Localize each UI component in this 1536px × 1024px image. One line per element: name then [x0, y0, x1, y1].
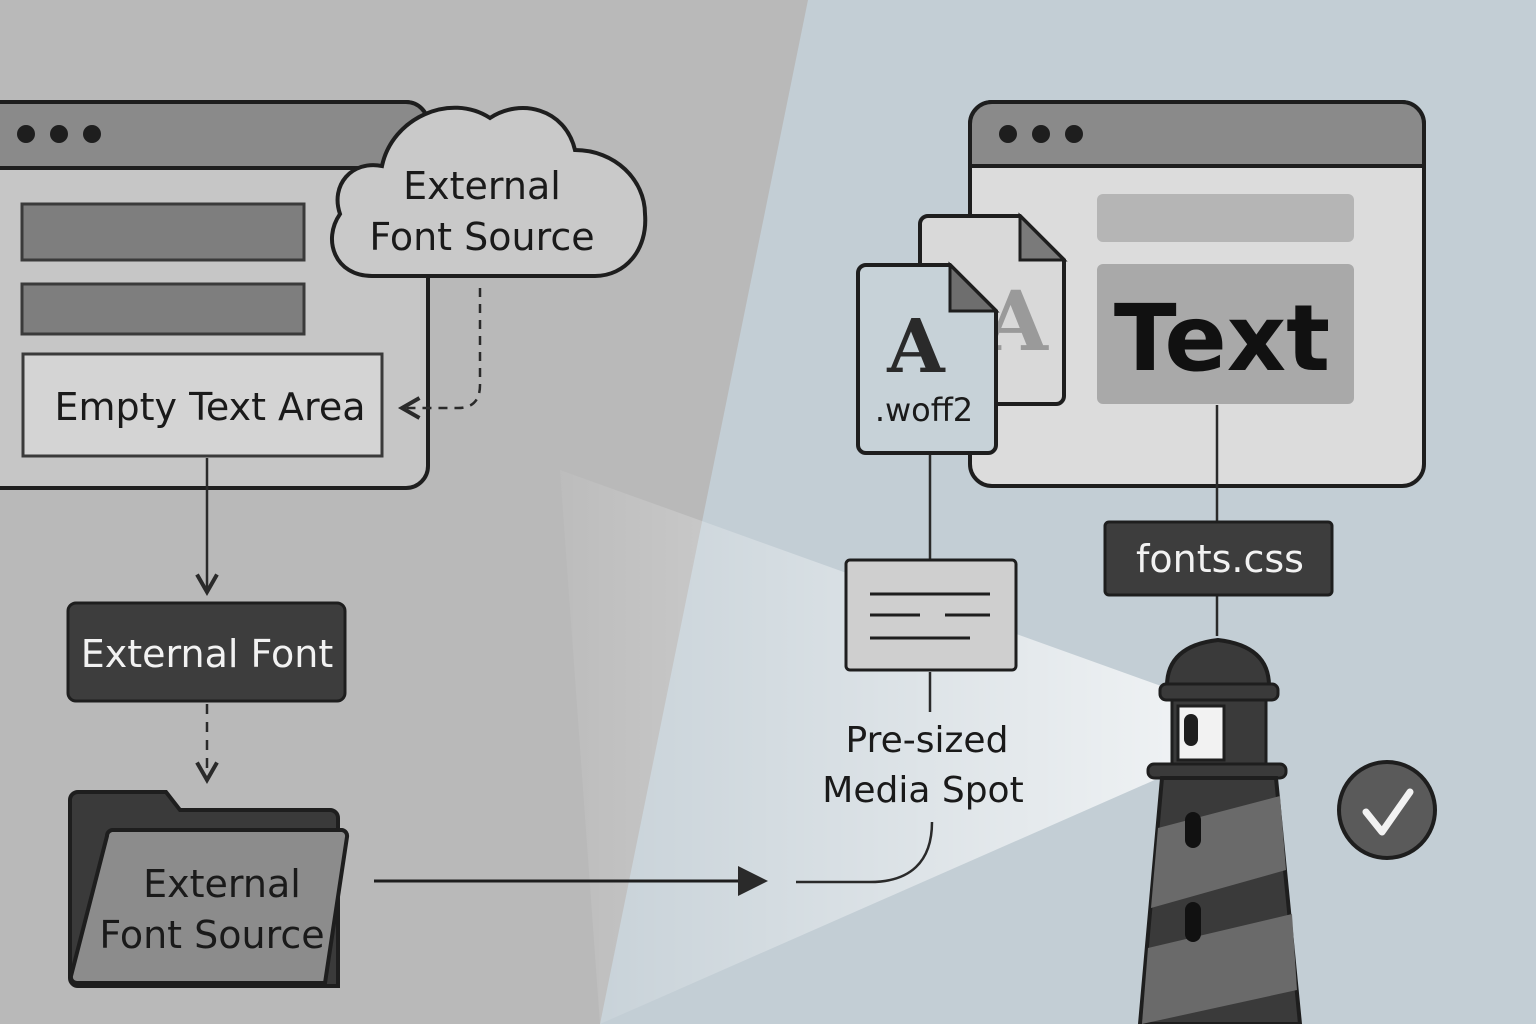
placeholder-bar — [20, 282, 306, 336]
font-file-glyph: A — [886, 304, 946, 390]
checkmark-icon — [1337, 760, 1437, 860]
media-label-line2: Media Spot — [822, 770, 1023, 811]
text-area-label: Empty Text Area — [55, 385, 366, 429]
media-curved-connector — [796, 821, 934, 884]
css-label: fonts.css — [1136, 537, 1304, 581]
folder-label-line1: External — [143, 862, 301, 906]
fonts-css-label: fonts.css — [1103, 520, 1334, 597]
placeholder-bar — [1097, 194, 1354, 242]
empty-text-area: Empty Text Area — [21, 352, 384, 458]
font-file-icon: A .woff2 — [856, 261, 1000, 455]
font-file-extension: .woff2 — [875, 391, 973, 429]
external-font-label: External Font — [81, 632, 333, 676]
lighthouse-icon — [1137, 637, 1303, 1024]
cloud-to-textarea-dashed-arrow — [397, 288, 482, 420]
window-text: Text — [1114, 285, 1330, 392]
browser-window-right: Text — [968, 100, 1426, 488]
external-font-box: External Font — [66, 601, 347, 703]
folder-label-line2: Font Source — [99, 913, 324, 957]
cloud-label-line1: External — [403, 164, 561, 208]
light-beam — [560, 470, 1200, 1024]
folder-icon: External Font Source — [68, 790, 350, 988]
rendered-text-block — [1097, 264, 1354, 404]
cloud-label-line2: Font Source — [369, 215, 594, 259]
media-label-line1: Pre-sized — [846, 720, 1009, 761]
cloud-icon: External Font Source — [330, 105, 648, 278]
placeholder-bar — [20, 202, 306, 262]
media-placeholder-icon — [844, 558, 1018, 672]
